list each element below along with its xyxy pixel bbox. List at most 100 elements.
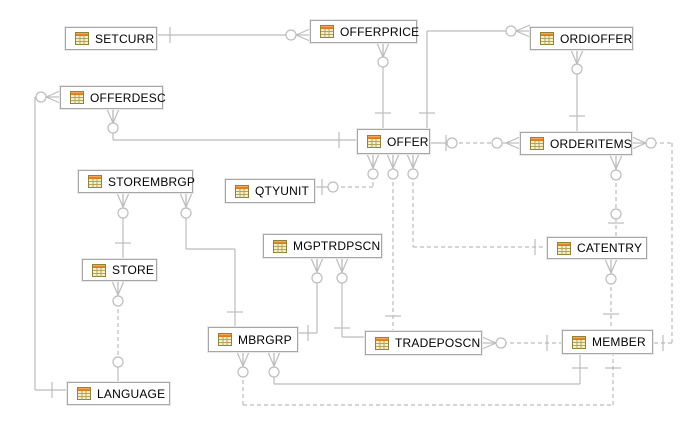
table-icon bbox=[92, 263, 106, 277]
table-icon bbox=[320, 25, 334, 38]
entity-label: MEMBER bbox=[592, 335, 646, 349]
entity-member[interactable]: MEMBER bbox=[562, 330, 653, 354]
relationship-catentry-member[interactable] bbox=[603, 258, 619, 330]
entity-label: ORDIOFFER bbox=[560, 31, 633, 46]
relationship-mbrgrp-member-owner[interactable] bbox=[236, 351, 621, 406]
relationship-offer-tradeposcn[interactable] bbox=[385, 153, 401, 331]
table-icon bbox=[572, 335, 586, 349]
table-icon bbox=[367, 135, 381, 148]
table-icon bbox=[70, 91, 84, 104]
relationship-offer-catentry[interactable] bbox=[406, 153, 547, 255]
relationship-ordioffer-orderitems[interactable] bbox=[569, 49, 585, 132]
table-icon bbox=[92, 263, 106, 277]
entity-label: MGPTRDPSCN bbox=[293, 239, 381, 253]
table-icon bbox=[75, 32, 89, 45]
table-icon bbox=[273, 239, 287, 253]
relationship-offerdesc-language[interactable] bbox=[34, 90, 67, 398]
entity-label: OFFERDESC bbox=[90, 90, 166, 105]
entity-label: ORDERITEMS bbox=[550, 136, 633, 151]
entity-label: SETCURR bbox=[95, 31, 155, 46]
table-icon bbox=[530, 137, 544, 150]
cardinality-circle bbox=[112, 295, 124, 307]
cardinality-circle bbox=[268, 366, 280, 378]
table-icon bbox=[540, 32, 554, 45]
entity-offerdesc[interactable]: OFFERDESC bbox=[60, 86, 166, 109]
cardinality-circle bbox=[311, 272, 323, 284]
table-icon bbox=[88, 175, 102, 188]
cardinality-circle bbox=[605, 273, 617, 285]
entity-label: TRADEPOSCN bbox=[395, 336, 481, 350]
relationship-orderitems-catentry[interactable] bbox=[608, 154, 624, 237]
cardinality-circle bbox=[610, 169, 622, 181]
cardinality-circle bbox=[112, 356, 124, 368]
relationship-mgptrdpscn-mbrgrp[interactable] bbox=[298, 257, 324, 341]
cardinality-circle bbox=[387, 168, 399, 180]
relationship-offerprice-offer[interactable] bbox=[375, 42, 391, 129]
table-icon bbox=[70, 91, 84, 104]
cardinality-circle bbox=[407, 168, 419, 180]
cardinality-circle bbox=[336, 272, 348, 284]
table-icon bbox=[530, 137, 544, 150]
cardinality-circle bbox=[180, 207, 192, 219]
cardinality-circle bbox=[327, 181, 339, 193]
entity-catentry[interactable]: CATENTRY bbox=[547, 237, 647, 259]
entity-orderitems[interactable]: ORDERITEMS bbox=[520, 132, 632, 155]
table-icon bbox=[235, 184, 249, 198]
entity-label: CATENTRY bbox=[577, 241, 643, 255]
entity-offerprice[interactable]: OFFERPRICE bbox=[310, 20, 419, 43]
entity-ordioffer[interactable]: ORDIOFFER bbox=[530, 27, 633, 50]
entity-storembrgp[interactable]: STOREMBRGP bbox=[78, 170, 196, 193]
entity-label: OFFER bbox=[387, 134, 429, 149]
entity-language[interactable]: LANGUAGE bbox=[67, 382, 170, 405]
table-icon bbox=[572, 335, 586, 349]
cardinality-circle bbox=[571, 63, 583, 75]
table-icon bbox=[75, 32, 89, 45]
table-icon bbox=[557, 241, 571, 255]
table-icon bbox=[77, 387, 91, 400]
table-icon bbox=[375, 336, 389, 350]
relationship-mbrgrp-member[interactable] bbox=[267, 351, 588, 385]
cardinality-circle bbox=[446, 137, 458, 149]
cardinality-circle bbox=[285, 29, 297, 41]
cardinality-circle bbox=[237, 366, 249, 378]
table-icon bbox=[88, 175, 102, 188]
table-icon bbox=[235, 184, 249, 198]
entity-mgptrdpscn[interactable]: MGPTRDPSCN bbox=[263, 234, 382, 258]
table-icon bbox=[218, 333, 232, 346]
relationship-offer-qtyunit[interactable] bbox=[315, 153, 380, 195]
cardinality-circle bbox=[491, 137, 503, 149]
cardinality-circle bbox=[35, 91, 47, 103]
relationship-mgptrdpscn-tradeposcn[interactable] bbox=[334, 257, 365, 338]
cardinality-circle bbox=[610, 208, 622, 220]
relationship-offerdesc-offer[interactable] bbox=[106, 108, 357, 148]
relationship-store-language[interactable] bbox=[111, 280, 125, 382]
entity-mbrgrp[interactable]: MBRGRP bbox=[208, 327, 298, 352]
entity-setcurr[interactable]: SETCURR bbox=[65, 27, 157, 50]
entity-offer[interactable]: OFFER bbox=[357, 129, 430, 154]
relationship-ordioffer-offer[interactable] bbox=[419, 24, 531, 129]
cardinality-circle bbox=[505, 25, 517, 37]
relationship-tradeposcn-member[interactable] bbox=[481, 335, 562, 351]
table-icon bbox=[218, 333, 232, 346]
cardinality-circle bbox=[367, 168, 379, 180]
table-icon bbox=[557, 241, 571, 255]
cardinality-circle bbox=[377, 56, 389, 68]
table-icon bbox=[540, 32, 554, 45]
entity-tradeposcn[interactable]: TRADEPOSCN bbox=[365, 331, 482, 355]
entity-label: STOREMBRGP bbox=[108, 174, 196, 189]
relationship-storembrgp-mbrgrp[interactable] bbox=[179, 192, 243, 327]
relationship-storembrgp-store[interactable] bbox=[115, 192, 131, 259]
entity-label: MBRGRP bbox=[238, 332, 292, 347]
cardinality-circle bbox=[107, 122, 119, 134]
relationship-setcurr-offerprice[interactable] bbox=[157, 27, 311, 43]
entity-qtyunit[interactable]: QTYUNIT bbox=[225, 179, 315, 203]
cardinality-circle bbox=[117, 207, 129, 219]
relationship-offer-orderitems[interactable] bbox=[430, 135, 521, 151]
cardinality-circle bbox=[495, 337, 507, 349]
relationship-orderitems-member[interactable] bbox=[631, 136, 673, 351]
table-icon bbox=[273, 239, 287, 253]
entity-store[interactable]: STORE bbox=[82, 259, 157, 281]
table-icon bbox=[77, 387, 91, 400]
